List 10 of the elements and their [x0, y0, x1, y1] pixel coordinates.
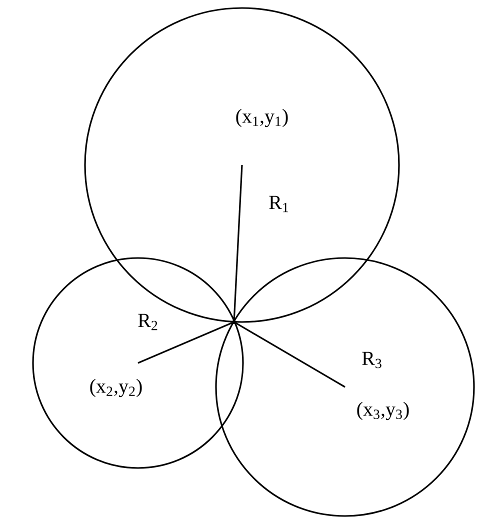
radius-line [138, 322, 232, 364]
circle-label: R$_{1}$ [269, 196, 288, 212]
circle-label: R$_{2}$ [138, 314, 158, 330]
circle-label: R$_{3}$ [362, 352, 382, 368]
circle-label: (x$_{1}$,y$_{1}$) [236, 108, 288, 128]
circle-label: (x$_{2}$,y$_{2}$) [90, 378, 142, 398]
radius-line [236, 322, 346, 388]
radius-line [233, 164, 243, 320]
meeting-point [232, 320, 236, 324]
circle-label: (x$_{3}$,y$_{3}$) [357, 402, 409, 420]
